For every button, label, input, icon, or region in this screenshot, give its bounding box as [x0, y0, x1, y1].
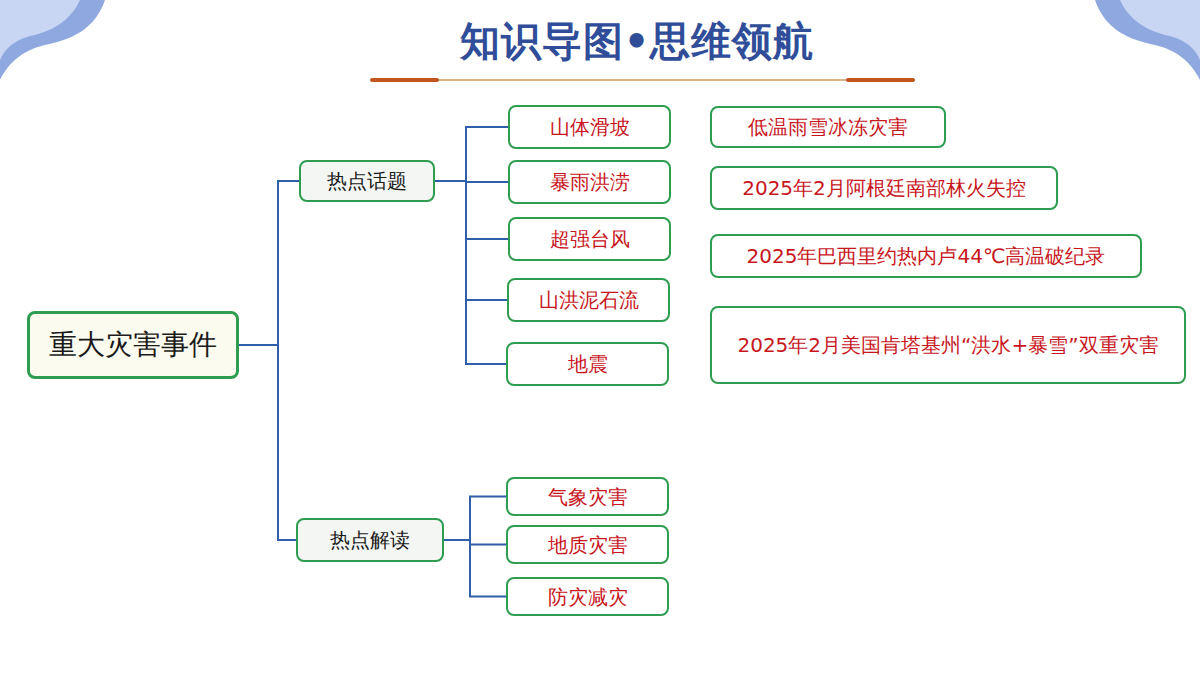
root-topic-box: 重大灾害事件: [27, 311, 239, 379]
node-text: 暴雨洪涝: [550, 170, 630, 194]
text-stack: 2025年2月美国肯塔基州“洪水+暴雪”双重灾害: [737, 333, 1158, 357]
text-stack: 2025年2月阿根廷南部林火失控: [742, 176, 1026, 200]
node-text: 气象灾害: [548, 485, 628, 509]
node-text: 低温雨雪冰冻灾害: [748, 115, 908, 139]
bracket-connector: [435, 127, 508, 181]
text-stack: 重大灾害事件: [49, 328, 217, 362]
node-text: 2025年2月阿根廷南部林火失控: [742, 176, 1026, 200]
text-stack: 山洪泥石流: [539, 288, 639, 312]
node-text: 热点话题: [327, 169, 407, 193]
node-text: 重大灾害事件: [49, 328, 217, 362]
event-box: 2025年2月美国肯塔基州“洪水+暴雪”双重灾害: [710, 306, 1186, 384]
bracket-connector: [444, 540, 506, 597]
title-underline-accent: [372, 78, 437, 82]
diagram-title: 知识导图•思维领航: [300, 14, 974, 69]
bracket-connector: [239, 181, 299, 345]
text-stack: 热点解读: [330, 528, 410, 552]
text-stack: 2025年巴西里约热内卢44℃高温破纪录: [747, 244, 1106, 268]
corner-decoration: [0, 0, 105, 80]
text-stack: 热点话题: [327, 169, 407, 193]
node-text: 2025年巴西里约热内卢44℃高温破纪录: [747, 244, 1106, 268]
text-stack: 超强台风: [550, 227, 630, 251]
text-stack: 地震: [568, 352, 608, 376]
bracket-connector: [435, 181, 506, 364]
corner-decoration: [1120, 0, 1200, 60]
corner-decoration: [1095, 0, 1200, 80]
text-stack: 低温雨雪冰冻灾害: [748, 115, 908, 139]
node-text: 地震: [568, 352, 608, 376]
branch-box: 热点解读: [296, 518, 444, 562]
bracket-connector: [435, 181, 508, 239]
bracket-connector: [444, 540, 506, 545]
node-text: 超强台风: [550, 227, 630, 251]
topic-box: 山洪泥石流: [507, 278, 670, 322]
topic-box: 超强台风: [508, 217, 671, 261]
topic-box: 气象灾害: [506, 477, 669, 516]
topic-box: 防灾减灾: [506, 577, 669, 616]
node-text: 地质灾害: [548, 533, 628, 557]
topic-box: 暴雨洪涝: [508, 160, 671, 204]
node-text: 热点解读: [330, 528, 410, 552]
bracket-connector: [444, 497, 506, 541]
title-underline-accent: [848, 78, 913, 82]
text-stack: 暴雨洪涝: [550, 170, 630, 194]
title-underline: [372, 79, 915, 81]
bracket-connector: [239, 345, 296, 540]
node-text: 2025年2月美国肯塔基州“洪水+暴雪”双重灾害: [737, 333, 1158, 357]
corner-decoration: [0, 0, 80, 60]
event-box: 2025年2月阿根廷南部林火失控: [710, 166, 1058, 210]
topic-box: 地质灾害: [506, 525, 669, 564]
bracket-connector: [435, 181, 507, 300]
text-stack: 地质灾害: [548, 533, 628, 557]
event-box: 2025年巴西里约热内卢44℃高温破纪录: [710, 234, 1142, 278]
branch-box: 热点话题: [299, 160, 435, 202]
node-text: 防灾减灾: [548, 585, 628, 609]
text-stack: 防灾减灾: [548, 585, 628, 609]
text-stack: 山体滑坡: [550, 115, 630, 139]
node-text: 山洪泥石流: [539, 288, 639, 312]
bracket-connector: [435, 181, 508, 182]
topic-box: 山体滑坡: [508, 105, 671, 149]
text-stack: 气象灾害: [548, 485, 628, 509]
node-text: 山体滑坡: [550, 115, 630, 139]
topic-box: 地震: [506, 342, 669, 386]
event-box: 低温雨雪冰冻灾害: [710, 106, 946, 148]
